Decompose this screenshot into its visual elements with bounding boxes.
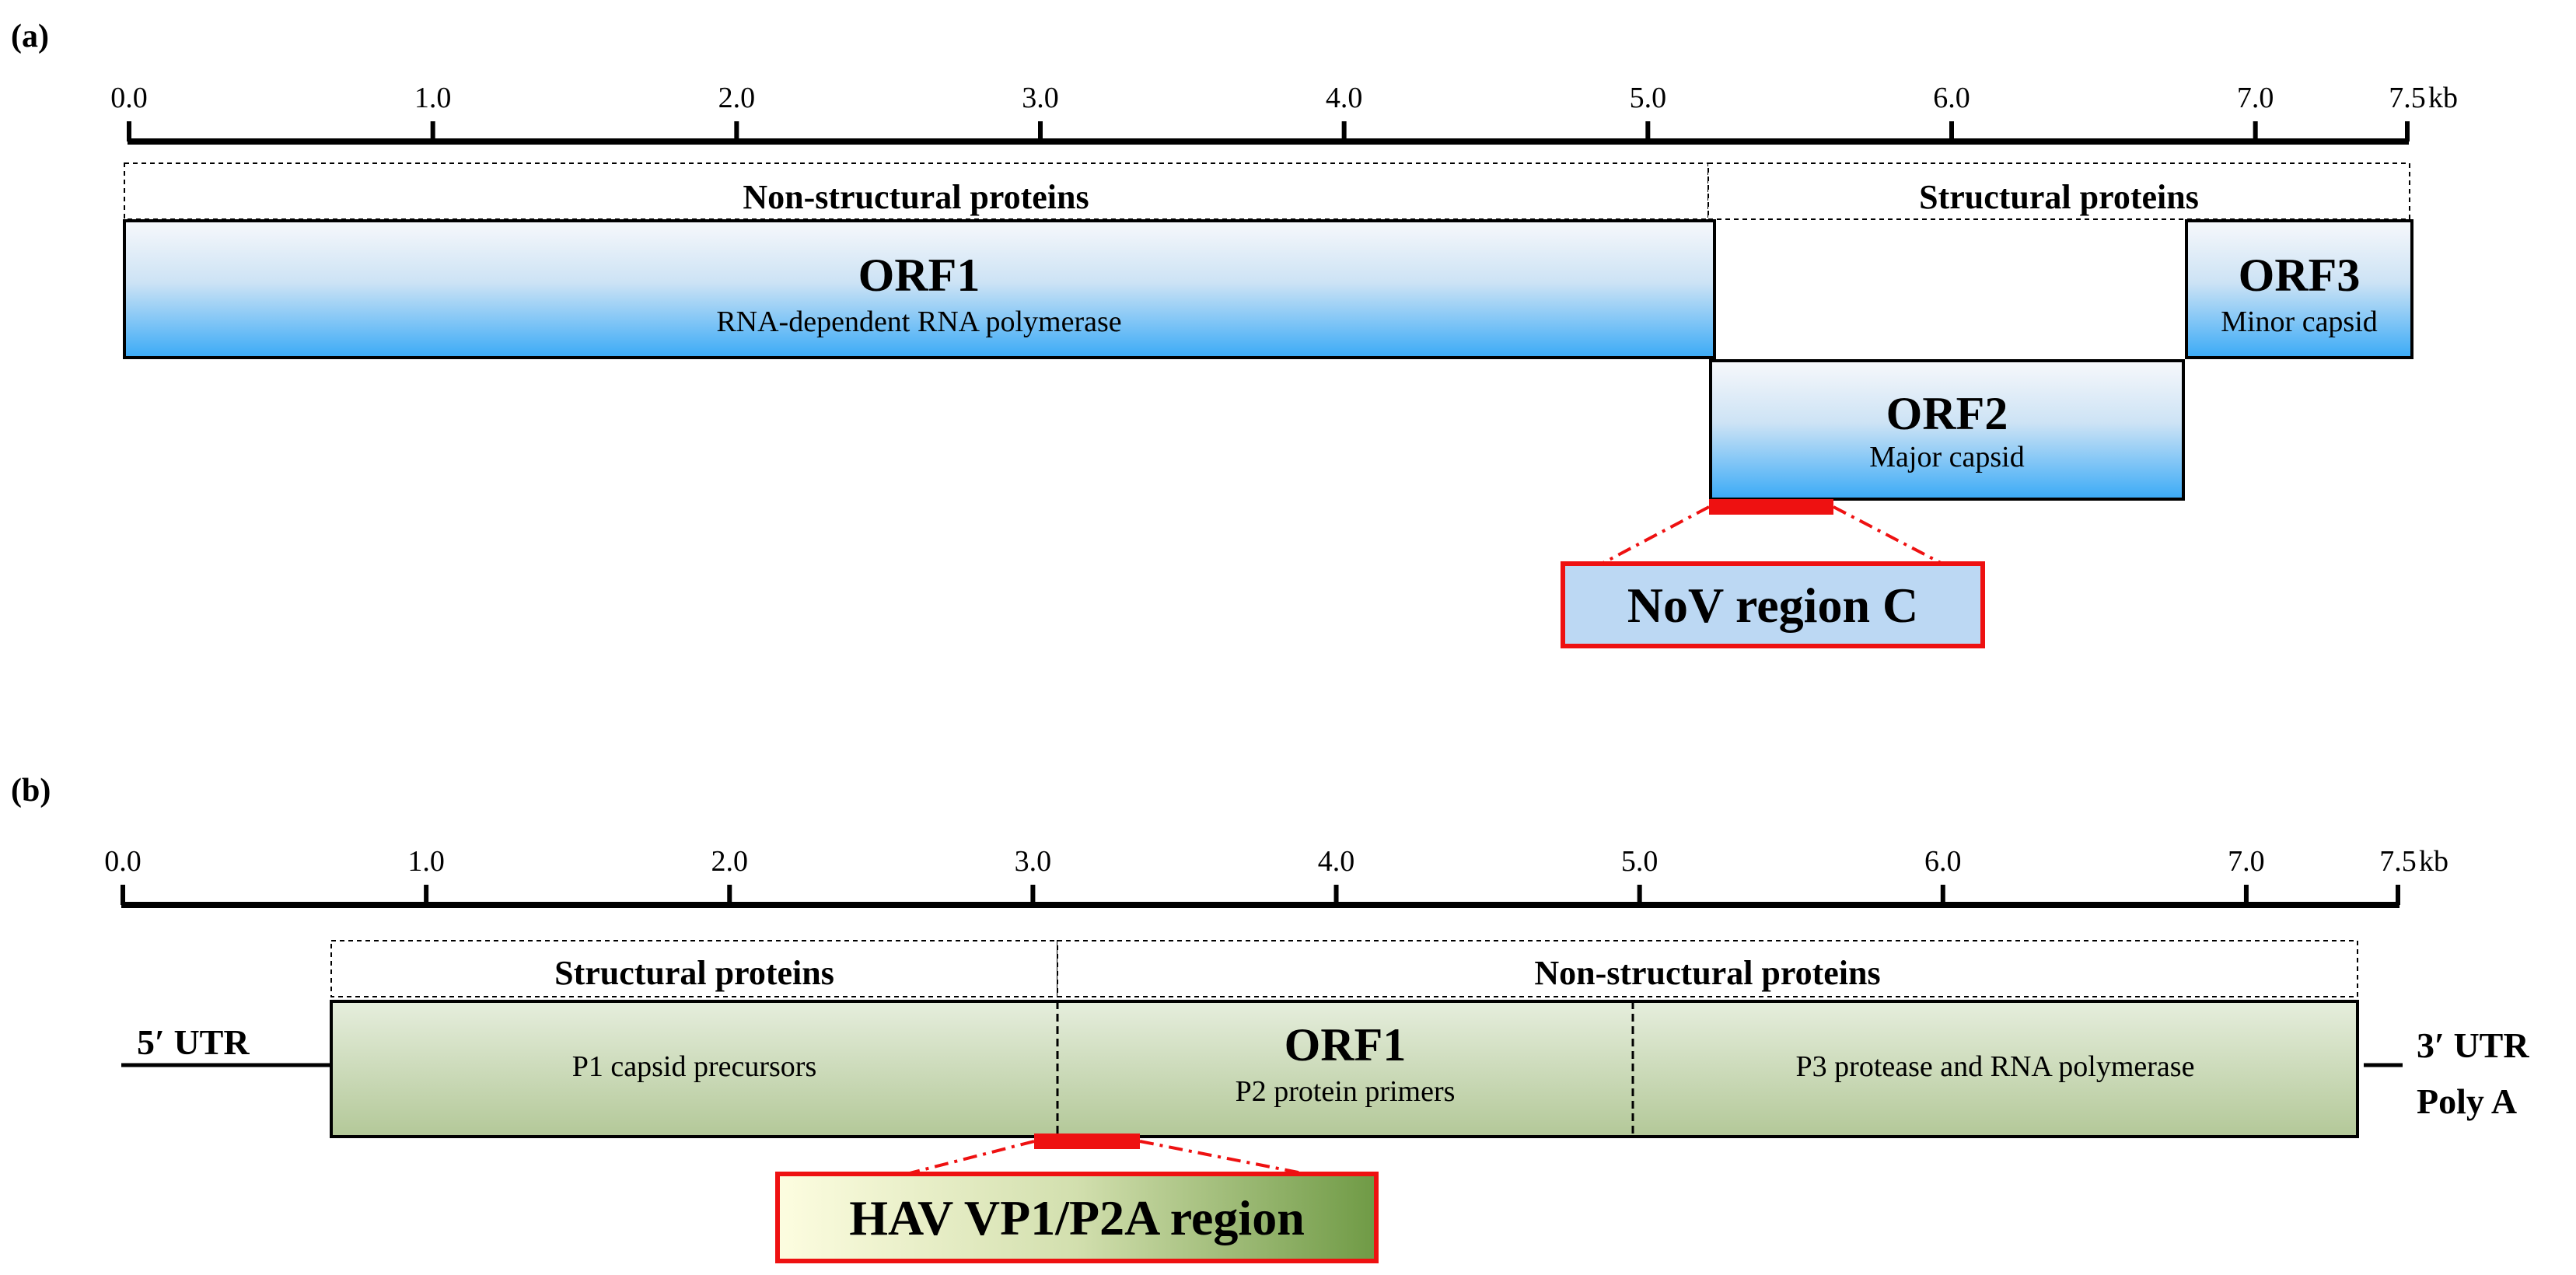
- axis-tick-label: 4.0: [1318, 845, 1355, 878]
- axis-tick-label: 7.5: [2379, 845, 2417, 878]
- axis-tick-label: 6.0: [1924, 845, 1962, 878]
- axis-tick-label: 7.5: [2389, 82, 2426, 114]
- p3-label: P3 protease and RNA polymerase: [1796, 1050, 2195, 1083]
- axis-tick-label: 6.0: [1933, 82, 1970, 114]
- structural-header: [1707, 162, 2410, 220]
- nonstructural-header-label: Non-structural proteins: [1534, 954, 1880, 992]
- axis-tick-label: 2.0: [718, 82, 756, 114]
- axis-tick-label: 5.0: [1630, 82, 1667, 114]
- hav-region-label: HAV VP1/P2A region: [849, 1190, 1305, 1245]
- noV-region-box: [1561, 561, 1985, 648]
- orf1-title: ORF1: [858, 250, 980, 301]
- axis-ticks: 0.0 1.0 2.0 3.0 4.0 5.0 6.0 7.0 7.5: [104, 845, 2417, 905]
- p1-label: P1 capsid precursors: [572, 1050, 816, 1083]
- noV-region-label: NoV region C: [1627, 578, 1919, 633]
- noV-region-marker: [1709, 499, 1833, 515]
- panel-a-label: (a): [11, 19, 49, 54]
- orf1-subtitle: P2 protein primers: [1236, 1075, 1456, 1108]
- axis-tick-label: 3.0: [1015, 845, 1052, 878]
- axis-tick-label: 7.0: [2228, 845, 2265, 878]
- orf3-subtitle: Minor capsid: [2221, 306, 2378, 338]
- panel-a-axis: 0.0 1.0 2.0 3.0 4.0 5.0 6.0 7.0 7.5 kb: [110, 82, 2458, 145]
- panel-b-axis: 0.0 1.0 2.0 3.0 4.0 5.0 6.0 7.0 7.5 kb: [104, 845, 2448, 908]
- panel-b-label: (b): [11, 773, 51, 809]
- axis-tick-label: 7.0: [2237, 82, 2274, 114]
- nonstructural-header-label: Non-structural proteins: [743, 178, 1089, 216]
- axis-tick-label: 0.0: [104, 845, 142, 878]
- hav-region-connector-left: [906, 1140, 1035, 1175]
- hav-region-connector-right: [1139, 1140, 1307, 1175]
- utr3-label: 3′ UTR: [2417, 1025, 2529, 1065]
- hav-region-marker: [1034, 1134, 1140, 1149]
- orf1-subtitle: RNA-dependent RNA polymerase: [716, 306, 1121, 338]
- structural-header-label: Structural proteins: [554, 954, 834, 992]
- axis-tick-label: 2.0: [711, 845, 749, 878]
- axis-tick-label: 1.0: [407, 845, 445, 878]
- orf3-box: [2185, 219, 2413, 359]
- panel-a: (a) 0.0 1.0 2.0 3.0 4.0 5.0 6.0 7.0 7.5 kb Non-s…: [11, 19, 2458, 648]
- polya-label: Poly A: [2417, 1081, 2517, 1121]
- axis-unit: kb: [2428, 82, 2458, 114]
- orf2-box: [1709, 359, 2185, 501]
- orf3-title: ORF3: [2239, 250, 2361, 301]
- utr5-label: 5′ UTR: [137, 1022, 250, 1062]
- structural-header: [330, 940, 1058, 997]
- axis-ticks: 0.0 1.0 2.0 3.0 4.0 5.0 6.0 7.0 7.5: [110, 82, 2426, 141]
- axis-tick-label: 1.0: [414, 82, 452, 114]
- orf2-subtitle: Major capsid: [1869, 441, 2024, 473]
- axis-tick-label: 5.0: [1621, 845, 1658, 878]
- axis-tick-label: 3.0: [1022, 82, 1059, 114]
- hav-region-box: [775, 1172, 1379, 1263]
- axis-tick-label: 0.0: [110, 82, 148, 114]
- orf1-title: ORF1: [1285, 1019, 1407, 1071]
- polyprotein-box: [330, 1000, 2359, 1138]
- noV-region-connector-right: [1833, 505, 1943, 565]
- orf1-box: [123, 219, 1716, 359]
- axis-tick-label: 4.0: [1326, 82, 1363, 114]
- nonstructural-header: [1057, 940, 2358, 997]
- axis-unit: kb: [2419, 845, 2448, 878]
- structural-header-label: Structural proteins: [1919, 178, 2199, 216]
- noV-region-connector-left: [1601, 505, 1710, 565]
- orf2-title: ORF2: [1886, 388, 2008, 439]
- panel-b: (b) 0.0 1.0 2.0 3.0 4.0 5.0 6.0 7.0 7.5 kb Struc…: [11, 773, 2529, 1263]
